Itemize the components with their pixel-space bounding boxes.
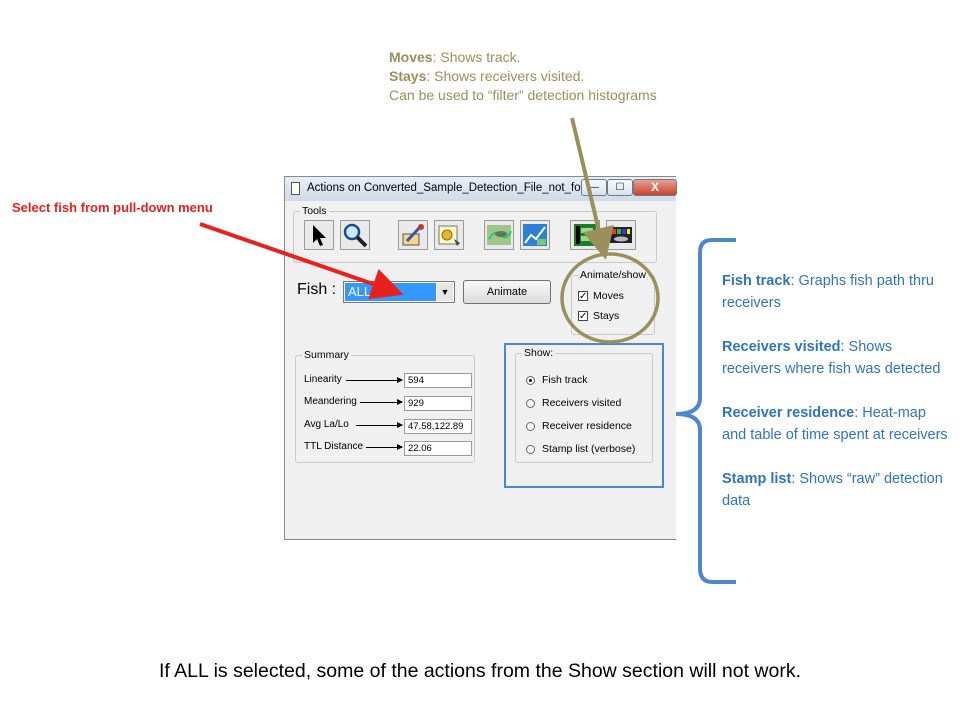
arrow-right-icon [346, 377, 403, 383]
tools-group: Tools [293, 205, 657, 263]
summary-group: Summary Linearity 594 Meandering 929 Avg… [295, 349, 475, 463]
show-option-label: Receiver residence [542, 420, 632, 432]
tools-label: Tools [300, 205, 329, 217]
show-option-fish-track[interactable]: Fish track [526, 374, 588, 386]
stays-checkbox[interactable]: ✓ [578, 311, 588, 323]
chart-icon [523, 224, 547, 246]
show-option-label: Receivers visited [542, 397, 622, 409]
note-term: Stamp list [722, 471, 792, 487]
fish-label: Fish : [297, 281, 337, 298]
note-receiver-residence: Receiver residence: Heat-map and table o… [722, 402, 954, 446]
magnifier-tool-button[interactable] [340, 220, 370, 250]
badge-tool-button[interactable] [434, 220, 464, 250]
show-group: Show: Fish track Receivers visited Recei… [515, 347, 653, 463]
radio-button[interactable] [526, 421, 535, 431]
animate-button[interactable]: Animate [463, 280, 551, 304]
app-icon [291, 182, 300, 195]
summary-row-label: Linearity [304, 374, 342, 385]
fish-dropdown[interactable]: ALL ▼ [343, 281, 455, 303]
select-fish-annotation: Select fish from pull-down menu [12, 200, 213, 215]
moves-term: Moves [389, 49, 433, 65]
window-title: Actions on Converted_Sample_Detection_Fi… [307, 182, 591, 194]
show-option-stamp-list[interactable]: Stamp list (verbose) [526, 443, 635, 455]
ttl-distance-value: 22.06 [404, 441, 472, 456]
footer-note: If ALL is selected, some of the actions … [159, 660, 801, 682]
arrow-right-icon [360, 399, 403, 405]
note-text: : Heat-map and table of time spent at re… [722, 405, 948, 443]
badge-icon [438, 225, 460, 246]
summary-row-label: TTL Distance [304, 441, 364, 452]
fish-selected-value: ALL [345, 283, 436, 301]
summary-row-label: Meandering [304, 396, 357, 407]
show-option-receiver-residence[interactable]: Receiver residence [526, 420, 632, 432]
note-fish-track: Fish track: Graphs fish path thru receiv… [722, 270, 954, 314]
film-tool-button[interactable] [570, 220, 600, 250]
film-icon [574, 224, 596, 246]
moves-text: : Shows track. [432, 49, 521, 65]
moves-stays-annotation: Moves: Shows track. Stays: Shows receive… [389, 48, 789, 105]
avg-lalo-value: 47.58,122.89 [404, 419, 472, 434]
tag-icon [402, 224, 424, 246]
stays-term: Stays [389, 68, 427, 84]
pointer-tool-button[interactable] [304, 220, 334, 250]
chart-tool-button[interactable] [520, 220, 550, 250]
note-text: : Shows receivers where fish was detecte… [722, 339, 941, 377]
radio-button[interactable] [526, 375, 535, 385]
palette-tool-button[interactable] [606, 220, 636, 250]
note-term: Fish track [722, 273, 791, 289]
stays-text: : Shows receivers visited. [426, 68, 585, 84]
show-highlight-box [504, 343, 664, 488]
linearity-value: 594 [404, 373, 472, 388]
fish-map-tool-button[interactable] [484, 220, 514, 250]
note-receivers-visited: Receivers visited: Shows receivers where… [722, 336, 954, 380]
moves-checkbox[interactable]: ✓ [578, 291, 588, 303]
close-button[interactable]: X [633, 179, 677, 196]
magnifier-icon [343, 223, 368, 248]
title-bar[interactable]: Actions on Converted_Sample_Detection_Fi… [285, 177, 677, 201]
show-option-label: Stamp list (verbose) [542, 443, 636, 455]
show-options-notes: Fish track: Graphs fish path thru receiv… [722, 270, 954, 534]
show-option-receivers-visited[interactable]: Receivers visited [526, 397, 621, 409]
show-option-label: Fish track [542, 374, 588, 386]
stays-checkbox-label: Stays [593, 310, 620, 322]
chevron-down-icon[interactable]: ▼ [437, 283, 453, 301]
filter-text: Can be used to “filter” detection histog… [389, 87, 657, 103]
minimize-button[interactable]: — [581, 179, 607, 196]
moves-checkbox-label: Moves [593, 290, 624, 302]
show-label: Show: [522, 347, 556, 359]
palette-icon [610, 227, 632, 243]
tag-tool-button[interactable] [398, 220, 428, 250]
note-term: Receivers visited [722, 339, 841, 355]
note-term: Receiver residence [722, 405, 855, 421]
meandering-value: 929 [404, 396, 472, 411]
pointer-icon [313, 225, 326, 246]
radio-button[interactable] [526, 398, 535, 408]
note-stamp-list: Stamp list: Shows “raw” detection data [722, 468, 954, 512]
maximize-button[interactable]: ☐ [607, 179, 633, 196]
summary-row-label: Avg La/Lo [304, 419, 349, 430]
animate-show-label: Animate/show [578, 269, 648, 281]
fish-map-icon [487, 225, 512, 245]
summary-label: Summary [302, 349, 351, 361]
radio-button[interactable] [526, 444, 535, 454]
note-text: : Graphs fish path thru receivers [722, 273, 934, 311]
stays-checkbox-row[interactable]: ✓ Stays [578, 310, 619, 322]
animate-show-group: Animate/show ✓ Moves ✓ Stays [571, 269, 655, 335]
arrow-right-icon [356, 422, 403, 428]
moves-checkbox-row[interactable]: ✓ Moves [578, 290, 624, 302]
arrow-right-icon [366, 444, 403, 450]
